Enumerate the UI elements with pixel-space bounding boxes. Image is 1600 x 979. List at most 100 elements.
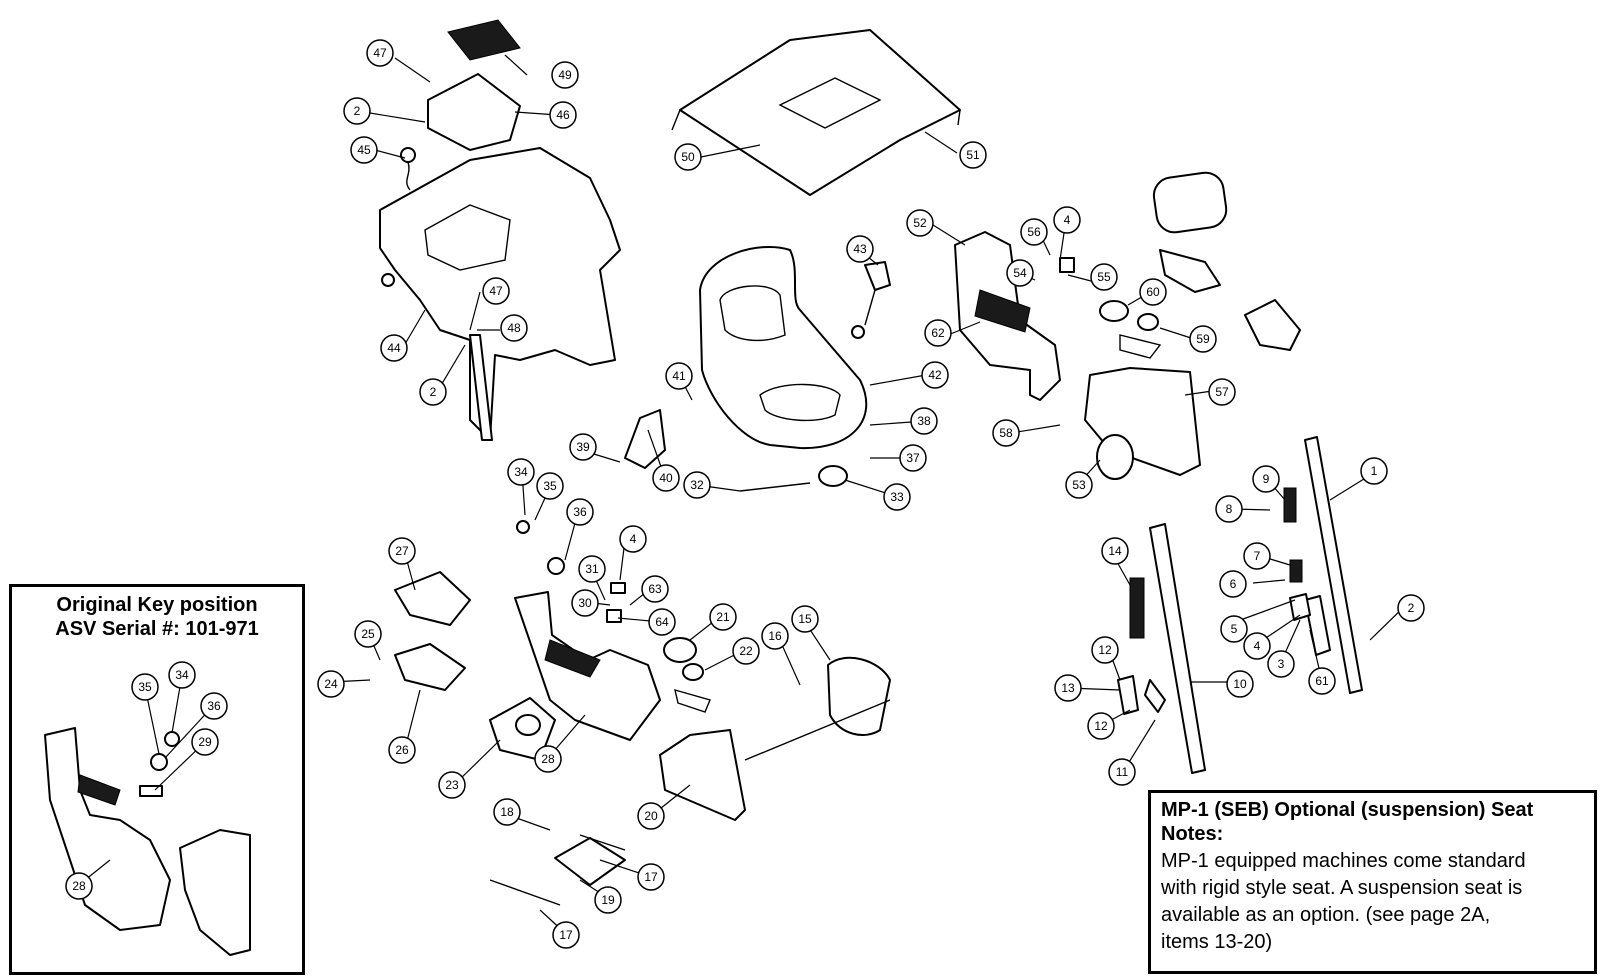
svg-text:9: 9: [1263, 472, 1270, 486]
callout-13: 13: [1054, 674, 1082, 702]
callout-34: 34: [507, 458, 535, 486]
svg-text:16: 16: [768, 629, 782, 643]
svg-text:17: 17: [644, 870, 658, 884]
callout-22: 22: [732, 637, 760, 665]
svg-text:11: 11: [1116, 765, 1129, 779]
svg-text:61: 61: [1315, 674, 1329, 688]
svg-text:14: 14: [1108, 544, 1122, 558]
svg-text:24: 24: [324, 677, 338, 691]
callout-6: 6: [1219, 570, 1247, 598]
svg-text:56: 56: [1027, 225, 1041, 239]
callout-41: 41: [665, 362, 693, 390]
svg-text:4: 4: [1064, 213, 1071, 227]
callout-62: 62: [924, 319, 952, 347]
seat-notes-box: MP-1 (SEB) Optional (suspension) Seat No…: [1148, 790, 1597, 974]
callout-12: 12: [1091, 636, 1119, 664]
leader-lines: [79, 54, 1409, 934]
callout-54: 54: [1006, 259, 1034, 287]
notes-line: available as an option. (see page 2A,: [1161, 904, 1491, 926]
svg-text:12: 12: [1098, 643, 1112, 657]
svg-text:32: 32: [690, 478, 704, 492]
callout-47: 47: [366, 39, 394, 67]
svg-text:20: 20: [644, 809, 658, 823]
svg-text:34: 34: [175, 668, 189, 682]
callout-56: 56: [1020, 218, 1048, 246]
callout-15: 15: [791, 605, 819, 633]
svg-text:3: 3: [1278, 657, 1285, 671]
notes-title: MP-1 (SEB) Optional (suspension) Seat: [1161, 799, 1534, 821]
callout-21: 21: [709, 603, 737, 631]
svg-text:25: 25: [361, 627, 375, 641]
callout-24: 24: [317, 670, 345, 698]
svg-text:17: 17: [559, 928, 573, 942]
callout-7: 7: [1243, 542, 1271, 570]
svg-text:63: 63: [648, 582, 662, 596]
notes-line: MP-1 equipped machines come standard: [1161, 850, 1526, 872]
inset-callout-36: 36: [200, 692, 228, 720]
callout-32: 32: [683, 471, 711, 499]
inset-callout-29: 29: [191, 728, 219, 756]
svg-text:47: 47: [373, 46, 387, 60]
callout-36: 36: [566, 498, 594, 526]
callout-2: 2: [343, 97, 371, 125]
callout-55: 55: [1090, 263, 1118, 291]
callout-14: 14: [1101, 537, 1129, 565]
callout-39: 39: [569, 433, 597, 461]
callout-57: 57: [1208, 378, 1236, 406]
original-key-position-inset: Original Key position ASV Serial #: 101-…: [9, 584, 305, 975]
svg-text:64: 64: [655, 615, 669, 629]
callout-43: 43: [846, 235, 874, 263]
svg-text:4: 4: [630, 532, 637, 546]
svg-text:28: 28: [72, 879, 86, 893]
callout-labels: 47 49 2 46 45 44 47 48 2 50 51 52 56 4 5…: [65, 39, 1425, 949]
notes-subtitle: Notes:: [1161, 823, 1224, 845]
svg-text:62: 62: [931, 326, 945, 340]
svg-text:60: 60: [1146, 285, 1160, 299]
callout-53: 53: [1065, 471, 1093, 499]
notes-line: with rigid style seat. A suspension seat…: [1161, 877, 1523, 899]
svg-text:52: 52: [913, 216, 927, 230]
svg-text:22: 22: [739, 644, 753, 658]
svg-text:54: 54: [1013, 266, 1027, 280]
callout-3: 3: [1267, 650, 1295, 678]
callout-50: 50: [674, 143, 702, 171]
svg-text:44: 44: [387, 341, 401, 355]
svg-text:21: 21: [716, 610, 730, 624]
callout-44: 44: [380, 334, 408, 362]
callout-10: 10: [1226, 670, 1254, 698]
svg-text:29: 29: [198, 735, 212, 749]
inset-title: Original Key position ASV Serial #: 101-…: [12, 593, 302, 641]
svg-text:50: 50: [681, 150, 695, 164]
svg-text:51: 51: [966, 148, 980, 162]
callout-38: 38: [910, 407, 938, 435]
callout-17: 17: [637, 863, 665, 891]
inset-title-line1: Original Key position: [56, 594, 258, 616]
callout-51: 51: [959, 141, 987, 169]
callout-18: 18: [493, 798, 521, 826]
callout-28: 28: [534, 745, 562, 773]
svg-text:49: 49: [558, 68, 572, 82]
callout-45: 45: [350, 136, 378, 164]
svg-text:46: 46: [556, 108, 570, 122]
callout-20: 20: [637, 802, 665, 830]
svg-text:27: 27: [395, 544, 409, 558]
svg-text:59: 59: [1196, 332, 1210, 346]
inset-drawing: [44, 727, 251, 956]
svg-text:31: 31: [585, 562, 599, 576]
callout-52: 52: [906, 209, 934, 237]
svg-text:1: 1: [1371, 464, 1378, 478]
svg-text:2: 2: [354, 104, 361, 118]
notes-body: MP-1 equipped machines come standard wit…: [1161, 848, 1584, 956]
svg-text:43: 43: [853, 242, 867, 256]
svg-text:40: 40: [659, 471, 673, 485]
callout-23: 23: [438, 771, 466, 799]
svg-text:28: 28: [541, 752, 555, 766]
callout-26: 26: [388, 736, 416, 764]
callout-33: 33: [883, 483, 911, 511]
svg-text:6: 6: [1230, 577, 1237, 591]
svg-text:34: 34: [514, 465, 528, 479]
callout-19: 19: [594, 886, 622, 914]
callout-2b: 2: [419, 378, 447, 406]
callout-1: 1: [1360, 457, 1388, 485]
